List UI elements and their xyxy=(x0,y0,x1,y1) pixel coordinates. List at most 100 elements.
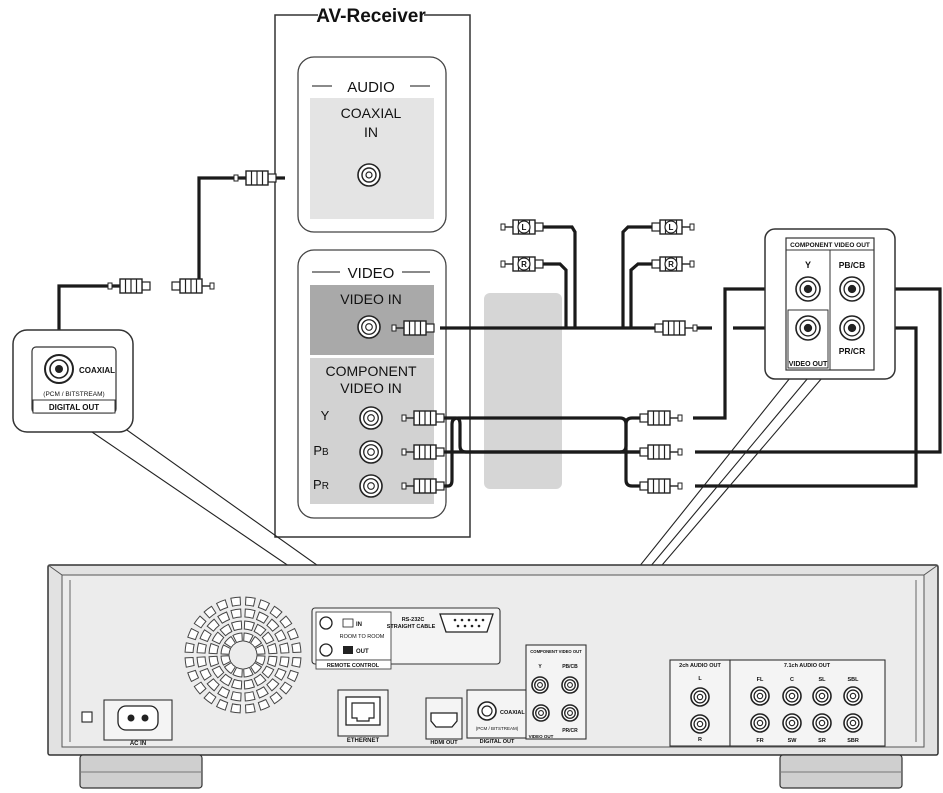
audio-plug-r-a: R xyxy=(500,256,544,272)
coaxial-plug-receiver xyxy=(233,170,277,186)
av-receiver: AV-Receiver AUDIO COAXIAL IN VIDEO VIDEO… xyxy=(274,6,471,538)
audio-cable-left-b xyxy=(621,225,652,328)
component-plug-pr-receiver xyxy=(401,478,445,494)
component-y-in-jack xyxy=(359,406,383,430)
ch7-jack-sbl xyxy=(843,686,863,706)
player-pcm-label: (PCM / BITSTREAM) xyxy=(476,726,519,731)
callout-video-jack xyxy=(795,315,821,341)
audio-plug-r-b-letter: R xyxy=(668,260,674,269)
coaxial-plug-mid xyxy=(107,278,151,294)
ch7-top-label-2: SL xyxy=(818,677,826,683)
ch7-bottom-label-1: SW xyxy=(788,738,798,744)
audio-2ch-out: 2ch AUDIO OUT L R xyxy=(669,659,731,747)
room-out-label: OUT xyxy=(356,649,369,655)
component-pr-in-jack xyxy=(359,474,383,498)
player-y-label: Y xyxy=(538,664,542,670)
player-unit: IN OUT ROOM TO ROOM REMOTE CONTROL RS-23… xyxy=(47,564,939,789)
ch7-jack-fl xyxy=(750,686,770,706)
component-plug-y-player xyxy=(639,410,683,426)
room-to-room-label: ROOM TO ROOM xyxy=(340,634,385,640)
component-plug-pb-player xyxy=(639,444,683,460)
video-section-label: VIDEO xyxy=(348,265,395,282)
callout-pr-jack xyxy=(839,315,865,341)
remote-control-label: REMOTE CONTROL xyxy=(327,663,380,669)
component-pb-to-player xyxy=(695,287,942,454)
ch7-bottom-label-2: SR xyxy=(818,738,826,744)
component-pb-in-jack xyxy=(359,440,383,464)
cable-plugs: L R L R xyxy=(107,170,698,494)
ch7-bottom-label-0: FR xyxy=(756,738,763,744)
hdmi-out-port: HDMI OUT xyxy=(425,697,463,746)
player-coaxial-label: COAXIAL xyxy=(500,710,525,716)
ch7-bottom-label-3: SBR xyxy=(847,738,859,744)
ethernet-label: ETHERNET xyxy=(347,738,380,744)
ch2-l-label: L xyxy=(698,676,702,682)
player-pb-label: PB/CB xyxy=(562,664,578,670)
component-plug-y-receiver xyxy=(401,410,445,426)
player-component-header: COMPONENT VIDEO OUT xyxy=(530,649,582,654)
ch7-jack-c xyxy=(782,686,802,706)
ch2-r-jack xyxy=(690,714,710,734)
component-out-callout: COMPONENT VIDEO OUT Y PB/CB PR/CR VIDEO … xyxy=(764,228,896,380)
component-cable-pr xyxy=(444,416,640,488)
ch2-header: 2ch AUDIO OUT xyxy=(679,663,721,669)
ch2-r-label: R xyxy=(698,737,702,743)
component-plug-pb-receiver xyxy=(401,444,445,460)
ch7-jack-sl xyxy=(812,686,832,706)
audio-plug-l-b: L xyxy=(651,219,695,235)
player-pb-jack xyxy=(561,676,579,694)
pb-label: PB xyxy=(313,443,329,458)
coaxial-in-label-1: COAXIAL xyxy=(341,105,402,121)
player-video-jack xyxy=(532,704,550,722)
ethernet-port: ETHERNET xyxy=(337,689,389,744)
ac-in-label: AC IN xyxy=(130,741,146,747)
straight-cable-label: STRAIGHT CABLE xyxy=(387,624,436,630)
player-video-out-label: VIDEO OUT xyxy=(529,734,554,739)
player-digital-out-label: DIGITAL OUT xyxy=(480,739,515,745)
callout-digital-out-label: DIGITAL OUT xyxy=(49,403,99,412)
ch7-jack-sbr xyxy=(843,713,863,733)
audio-plug-l-a-letter: L xyxy=(522,223,527,232)
callout-pr-label: PR/CR xyxy=(839,346,865,356)
ch7-top-label-0: FL xyxy=(757,677,764,683)
callout-coaxial-label: COAXIAL xyxy=(79,366,115,375)
ch7-jack-sw xyxy=(782,713,802,733)
component-y-to-player xyxy=(693,287,800,420)
ch2-l-jack xyxy=(690,687,710,707)
callout-y-label: Y xyxy=(805,260,811,270)
player-component-out: COMPONENT VIDEO OUT Y PB/CB PR/CR VIDEO … xyxy=(525,644,587,740)
rs232c-panel: IN OUT ROOM TO ROOM REMOTE CONTROL RS-23… xyxy=(311,607,501,670)
callout-pb-jack xyxy=(839,276,865,302)
player-pr-label: PR/CR xyxy=(562,728,578,734)
video-in-jack xyxy=(357,315,381,339)
component-in-label-1: COMPONENT xyxy=(326,363,417,379)
ch7-jack-sr xyxy=(812,713,832,733)
hdmi-out-label: HDMI OUT xyxy=(430,740,458,746)
receiver-title: AV-Receiver xyxy=(316,6,426,27)
callout-y-jack xyxy=(795,276,821,302)
audio-cable-left-a xyxy=(543,225,577,328)
component-cable-cross xyxy=(619,416,640,454)
callout-pcm-label: (PCM / BITSTREAM) xyxy=(43,391,104,398)
video-plug-receiver xyxy=(391,320,435,336)
ac-in-port: AC IN xyxy=(81,699,173,747)
y-label: Y xyxy=(321,408,330,423)
component-plug-pr-player xyxy=(639,478,683,494)
ch7-jack-fr xyxy=(750,713,770,733)
coaxial-plug-mid-b xyxy=(171,278,215,294)
fan-grille xyxy=(184,596,302,714)
video-in-label: VIDEO IN xyxy=(340,291,401,307)
room-in-label: IN xyxy=(356,622,362,628)
ch7-top-label-1: C xyxy=(790,677,794,683)
video-plug-player xyxy=(654,320,698,336)
pr-label: PR xyxy=(313,477,329,492)
ch7-header: 7.1ch AUDIO OUT xyxy=(784,663,831,669)
coaxial-in-jack xyxy=(357,163,381,187)
component-in-label-2: VIDEO IN xyxy=(340,380,401,396)
audio-cable-right-b xyxy=(629,262,652,328)
audio-cable-right-a xyxy=(543,262,568,328)
player-pr-jack xyxy=(561,704,579,722)
coaxial-out-jack xyxy=(44,354,74,384)
